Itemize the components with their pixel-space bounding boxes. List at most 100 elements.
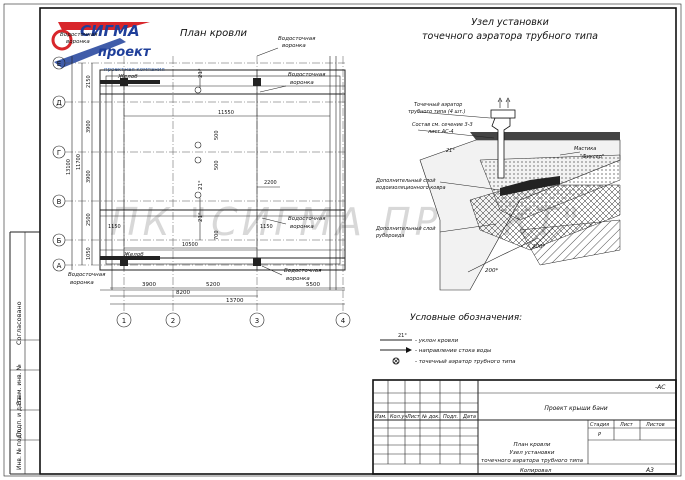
tb-sheet-header: Лист — [619, 422, 634, 428]
drain-marker — [120, 78, 128, 86]
inner-frame — [39, 7, 677, 475]
axis-row-E-label: Е — [57, 60, 61, 68]
tb-code: -АС — [655, 384, 666, 391]
roof-outline — [99, 69, 346, 271]
roof-plan: Е Д Г В Б А 1 2 3 4 — [52, 32, 351, 328]
tb-format: А3 — [645, 467, 654, 474]
tb-stage-header: Стадия — [590, 422, 609, 428]
label-aerator-1: Точечный аэратор — [414, 102, 462, 108]
callout-drain-top-1: Водосточная — [278, 36, 316, 42]
label-section-ref-1: Состав см. сечение 3-3 — [412, 122, 473, 128]
tb-sheet-title-2: Узел установки — [510, 450, 555, 456]
detail-angle: 21° — [446, 148, 455, 154]
logo-brand-top: СИГМА — [80, 22, 140, 40]
axis-row-V-label: В — [57, 198, 62, 206]
aerator-node-detail: Точечный аэратор трубного типа (4 шт.) С… — [375, 97, 621, 291]
tb-header-izm: Изм. — [375, 414, 387, 420]
drain-marker — [120, 258, 128, 266]
dim-bottom-3900: 3900 — [142, 282, 156, 288]
detail-dim-2: 200* — [532, 244, 545, 250]
callout-drain-bottom-2: воронка — [286, 276, 310, 282]
dim-inner-1150-left: 1150 — [108, 224, 121, 230]
aerator-symbol — [194, 156, 202, 164]
callout-drain-ru-2: воронка — [290, 80, 314, 86]
slope-label: 21° — [198, 180, 204, 190]
dim-bottom-8200: 8200 — [176, 290, 190, 296]
axis-col-4-label: 4 — [341, 317, 346, 325]
callout-gutter-bottom: Желоб — [123, 252, 144, 258]
legend-slope-label: 21° — [398, 333, 407, 339]
dim-inner-10500: 10500 — [182, 242, 198, 248]
company-logo: СИГМА проект проектная компания — [51, 22, 165, 73]
callout-drain-tl-1: Водосточная — [60, 32, 98, 38]
side-stamp-replacement: Взам. инв. № — [16, 364, 23, 405]
tb-sheet-title-1: План кровли — [514, 442, 551, 448]
dim-left-1: 2150 — [86, 75, 92, 88]
dim-bottom-5500: 5500 — [306, 282, 320, 288]
dim-bottom-5200: 5200 — [206, 282, 220, 288]
side-stamp: Согласовано Взам. инв. № Подп. и дата Ин… — [9, 231, 40, 475]
dim-inner-1150-right: 1150 — [260, 224, 273, 230]
legend: Условные обозначения: 21° - уклон кровли… — [380, 313, 522, 365]
label-aerator-2: трубного типа (4 шт.) — [408, 109, 466, 115]
dim-left-5: 1050 — [86, 247, 92, 260]
aerator-symbol — [194, 86, 202, 94]
callout-drain-ru-1: Водосточная — [288, 72, 326, 78]
tb-header-list: Лист — [406, 414, 421, 420]
label-extra1-2: водоизоляционного ковра — [376, 185, 446, 191]
legend-item-slope: - уклон кровли — [415, 338, 458, 344]
logo-red-swoosh — [58, 22, 150, 30]
dim-left-total-1: 11700 — [76, 154, 82, 170]
label-extra2-2: рубероида — [375, 233, 404, 239]
callout-gutter-top: Желоб — [117, 74, 138, 80]
base-layer — [519, 219, 621, 266]
aerator-symbol — [194, 141, 202, 149]
tb-copied: Копировал — [520, 468, 552, 474]
tb-sheet-title-3: точечного аэратора трубного типа — [481, 458, 584, 464]
detail-title-1: Узел установки — [471, 17, 549, 28]
axis-row-A-label: А — [57, 262, 62, 270]
side-stamp-sign-date: Подп. и дата — [16, 396, 23, 437]
legend-item-flow: - направление стока воды — [415, 348, 492, 354]
label-extra1-1: Дополнительный слой — [375, 178, 436, 184]
tb-header-doc: № док. — [421, 414, 440, 420]
slope-label: 21° — [198, 212, 204, 222]
tb-header-kol: Кол.уч — [390, 414, 407, 420]
gutter-top — [100, 80, 160, 84]
title-block: Изм. Кол.уч Лист № док. Подп. Дата Стади… — [372, 379, 677, 475]
axis-row-B-label: Б — [57, 237, 62, 245]
label-mastic-2: "Фиксер" — [580, 154, 604, 160]
side-stamp-agreed: Согласовано — [15, 301, 23, 345]
axis-col-1-label: 1 — [122, 317, 126, 325]
roof-plan-title: План кровли — [180, 28, 248, 39]
legend-title: Условные обозначения: — [410, 313, 522, 323]
dim-inner-11550: 11550 — [218, 110, 234, 116]
aerator-pipe — [491, 117, 511, 179]
label-mastic-1: Мастика — [574, 146, 596, 152]
dim-inner-500-b: 500 — [214, 160, 220, 170]
logo-brand-bottom: проект — [98, 45, 152, 60]
dim-inner-700: 700 — [214, 230, 220, 240]
dim-left-4: 2500 — [86, 213, 92, 226]
callout-drain-tl-2: воронка — [66, 39, 90, 45]
callout-drain-bl-2: воронка — [70, 280, 94, 286]
callout-drain-bl-1: Водосточная — [68, 272, 106, 278]
slope-label: 21° — [198, 68, 204, 78]
detail-dim-1: 200* — [485, 268, 498, 274]
top-covering — [470, 132, 620, 140]
dim-inner-2200: 2200 — [264, 180, 277, 186]
side-stamp-inventory: Инв. № подл. — [16, 429, 23, 470]
axis-col-3 — [249, 312, 265, 328]
aerator-symbol — [194, 191, 202, 199]
logo-ring — [51, 29, 73, 51]
gutter-bottom — [100, 256, 160, 260]
axis-col-4 — [335, 312, 351, 328]
axis-row-G-label: Г — [57, 149, 61, 157]
dim-inner-500-a: 500 — [214, 130, 220, 140]
callout-drain-bottom-1: Водосточная — [284, 268, 322, 274]
callout-drain-rl-2: воронка — [290, 224, 314, 230]
callout-drain-top-2: воронка — [282, 43, 306, 49]
outer-border — [3, 3, 682, 477]
drain-marker — [253, 258, 261, 266]
